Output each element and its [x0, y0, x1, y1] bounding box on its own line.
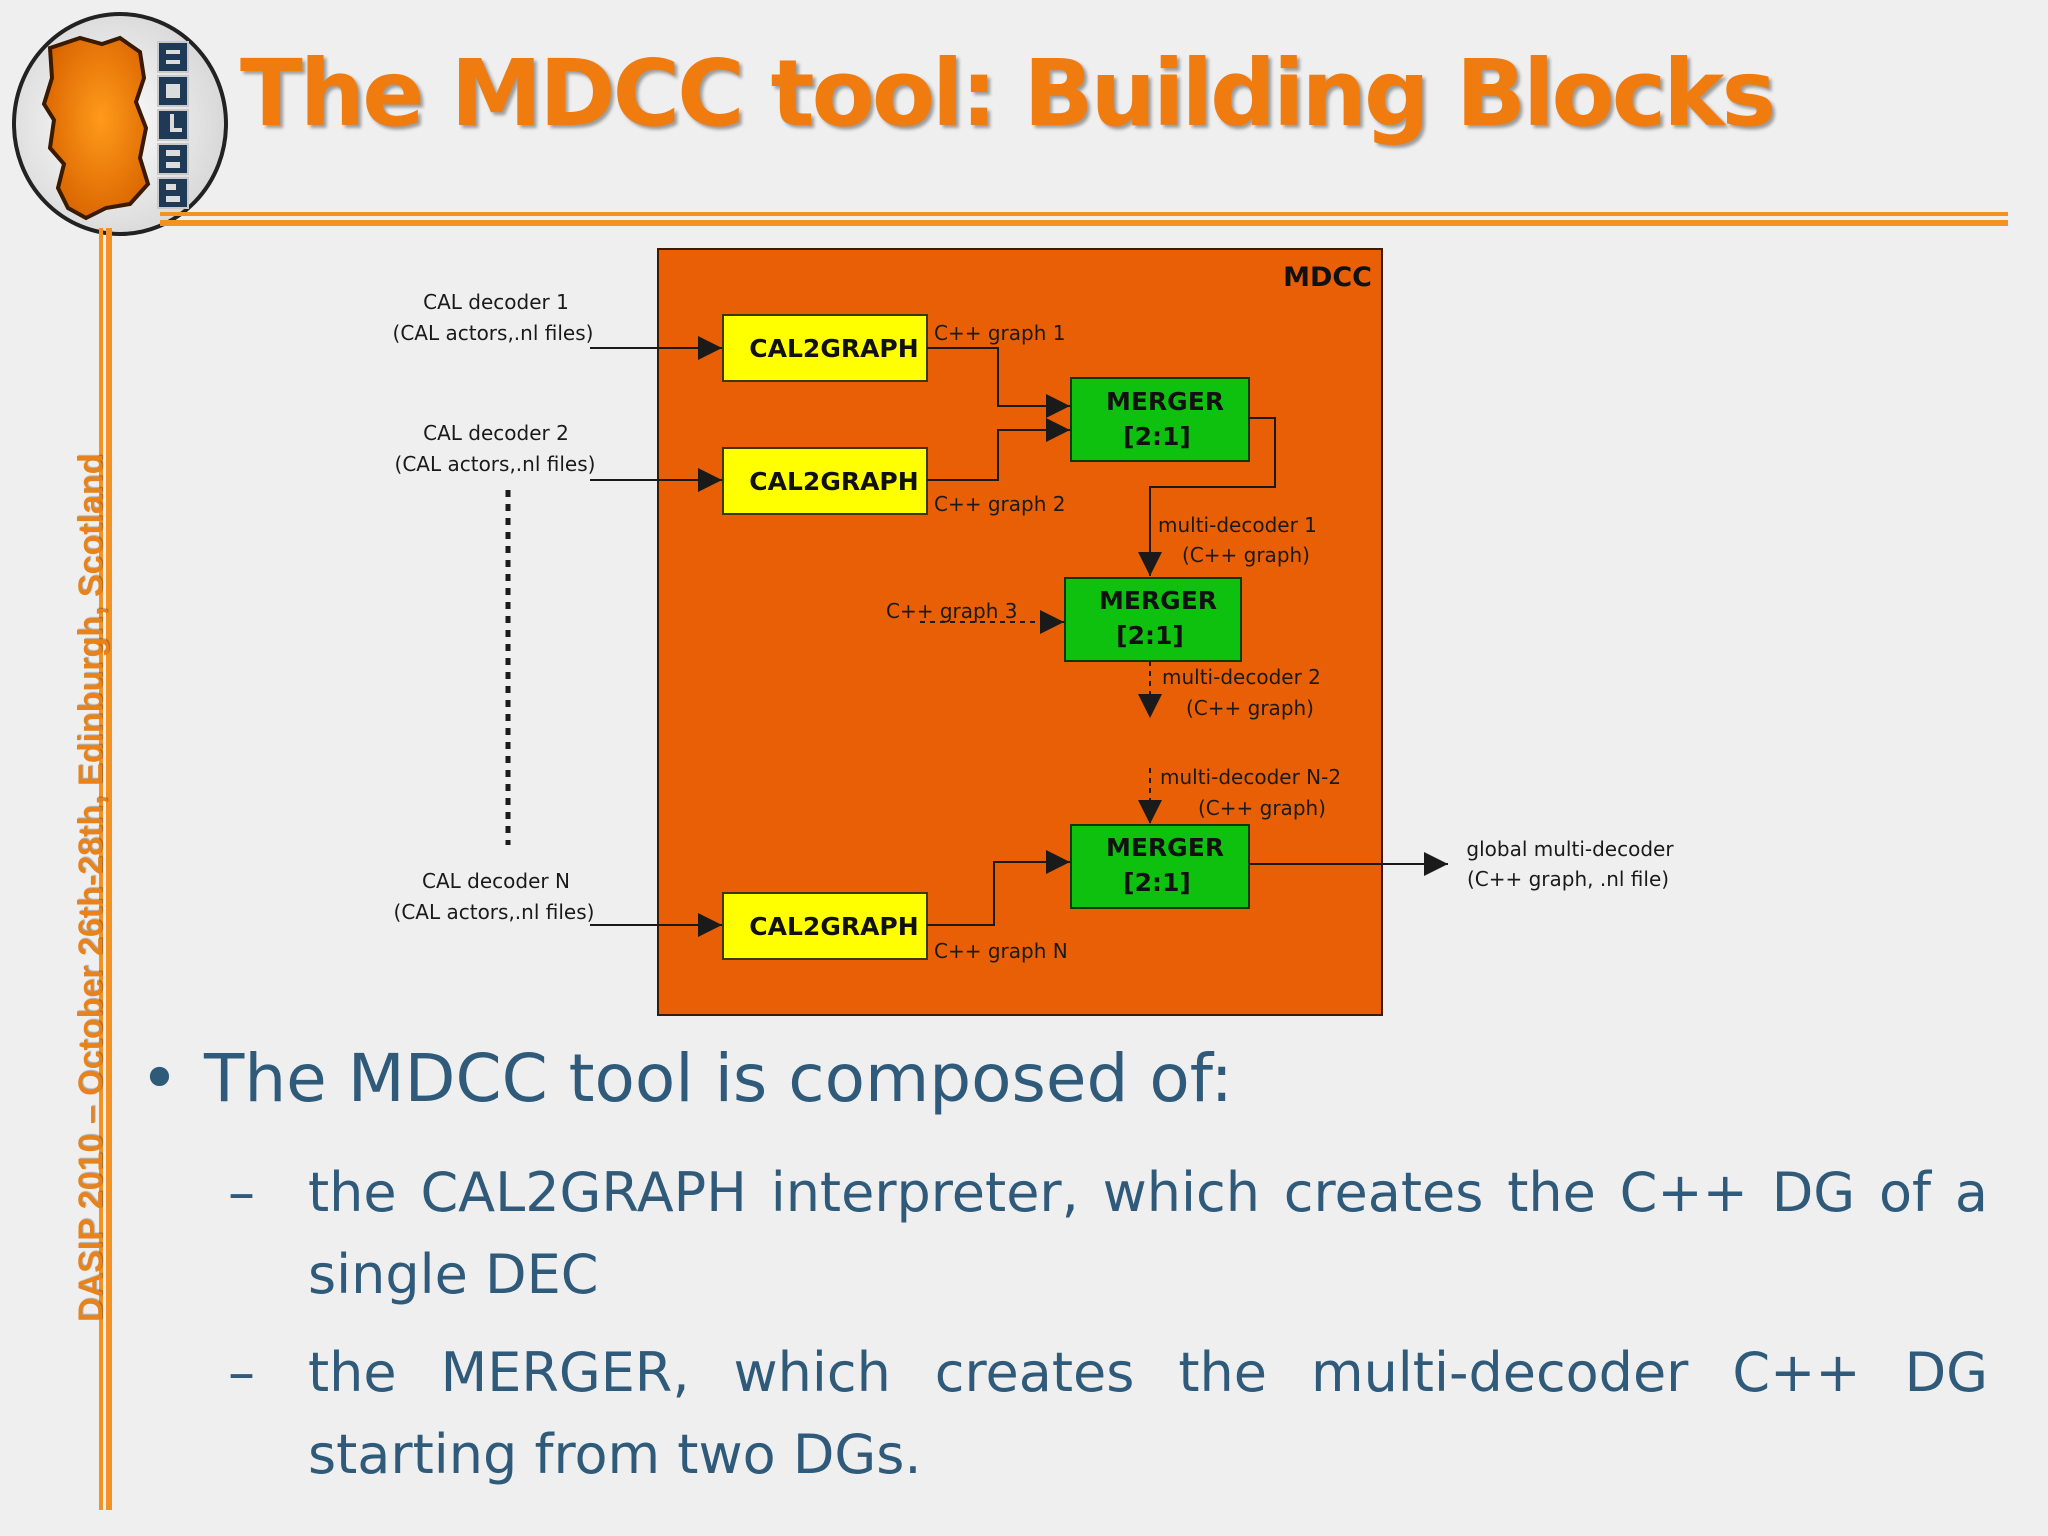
output-line1: global multi-decoder — [1466, 837, 1674, 861]
label-mdN2-line2: (C++ graph) — [1198, 796, 1326, 820]
edge-graphN — [927, 850, 1070, 926]
sub-bullet-1-text: the CAL2GRAPH interpreter, which creates… — [308, 1161, 1988, 1306]
label-md1-line2: (C++ graph) — [1182, 543, 1310, 567]
cal2graph-label-2: CAL2GRAPH — [749, 467, 918, 496]
merger-block-1: MERGER [2:1] — [1070, 377, 1250, 462]
title-rule-thin — [160, 212, 2008, 216]
input-1-line1: CAL decoder 1 — [423, 290, 569, 314]
label-graph1: C++ graph 1 — [934, 321, 1065, 345]
edge-md1 — [1138, 417, 1276, 576]
mdcc-label: MDCC — [1283, 262, 1372, 293]
label-md1-line1: multi-decoder 1 — [1158, 513, 1317, 537]
edge-graph2 — [927, 418, 1070, 481]
input-2-line1: CAL decoder 2 — [423, 421, 569, 445]
bullet-dot-icon: • — [140, 1040, 179, 1117]
input-1-line2: (CAL actors,.nl files) — [393, 321, 594, 345]
cal2graph-block-1: CAL2GRAPH — [722, 314, 928, 382]
cal2graph-label-1: CAL2GRAPH — [749, 334, 918, 363]
merger-2-line2: [2:1] — [1116, 621, 1184, 650]
merger-block-3: MERGER [2:1] — [1070, 824, 1250, 909]
merger-1-line1: MERGER — [1106, 387, 1224, 416]
bullet-main-text: The MDCC tool is composed of: — [204, 1040, 1233, 1117]
input-n-line1: CAL decoder N — [422, 869, 570, 893]
input-2-line2: (CAL actors,.nl files) — [395, 452, 596, 476]
cal2graph-block-n: CAL2GRAPH — [722, 892, 928, 960]
output-line2: (C++ graph, .nl file) — [1467, 867, 1669, 891]
page-title: The MDCC tool: Building Blocks — [240, 40, 1776, 147]
label-graph2: C++ graph 2 — [934, 492, 1065, 516]
side-rule-thick — [106, 228, 112, 1510]
side-rule-thin — [99, 228, 103, 1510]
merger-2-line1: MERGER — [1099, 586, 1217, 615]
sub-bullet-2-text: the MERGER, which creates the multi-deco… — [308, 1341, 1988, 1486]
merger-1-line2: [2:1] — [1123, 422, 1191, 451]
label-graph3: C++ graph 3 — [886, 599, 1017, 623]
merger-3-line2: [2:1] — [1123, 868, 1191, 897]
title-rule-thick — [160, 220, 2008, 226]
dash-icon: – — [228, 1161, 255, 1224]
edge-graph1 — [927, 347, 1070, 418]
merger-3-line1: MERGER — [1106, 833, 1224, 862]
label-md2-line2: (C++ graph) — [1186, 696, 1314, 720]
merger-block-2: MERGER [2:1] — [1064, 577, 1242, 662]
cal2graph-block-2: CAL2GRAPH — [722, 447, 928, 515]
input-n-line2: (CAL actors,.nl files) — [394, 900, 595, 924]
eolab-logo-icon — [12, 12, 228, 236]
label-mdN2-line1: multi-decoder N-2 — [1160, 765, 1341, 789]
label-graphN: C++ graph N — [934, 939, 1068, 963]
label-md2-line1: multi-decoder 2 — [1162, 665, 1321, 689]
cal2graph-label-n: CAL2GRAPH — [749, 912, 918, 941]
dash-icon: – — [228, 1341, 255, 1404]
